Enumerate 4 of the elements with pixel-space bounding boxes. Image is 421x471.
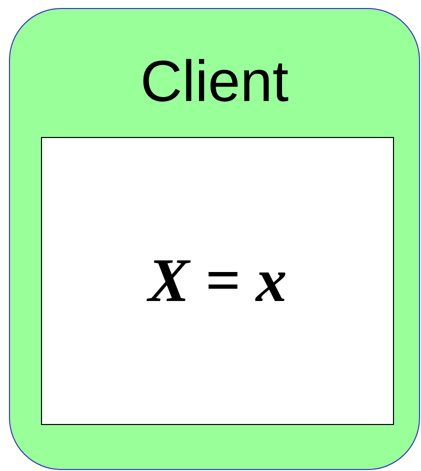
client-panel (9, 8, 420, 470)
content-box (41, 137, 394, 425)
equation-text: X = x (148, 250, 287, 312)
panel-title: Client (139, 53, 290, 111)
